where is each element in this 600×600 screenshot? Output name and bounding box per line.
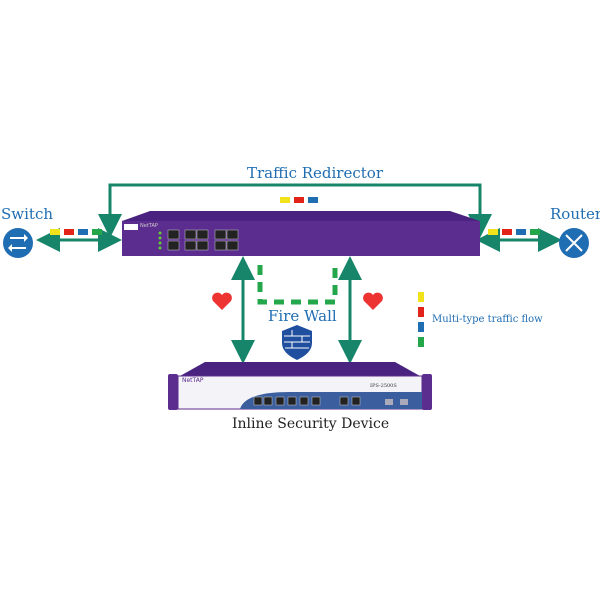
router-icon (559, 228, 589, 258)
traffic-redirector-device (122, 211, 480, 256)
switch-label: Switch (1, 205, 54, 223)
inline-security-device (168, 362, 432, 410)
redirector-loop-line (98, 183, 492, 238)
router-label: Router (550, 205, 600, 223)
inline-link-arrows (231, 256, 362, 364)
traffic-packets-right (488, 229, 540, 235)
firewall-label: Fire Wall (268, 307, 337, 325)
inline-model: IPS-2500S (370, 383, 397, 389)
heart-icon-right (363, 292, 383, 310)
legend-label: Multi-type traffic flow (432, 314, 543, 325)
traffic-dashes (257, 265, 338, 305)
firewall-shield-icon (282, 325, 312, 360)
redirector-brand: NetTAP (140, 223, 158, 229)
heart-icon-left (212, 292, 232, 310)
inline-device-label: Inline Security Device (232, 416, 390, 432)
switch-icon (3, 228, 33, 258)
traffic-packets-top (280, 197, 318, 203)
traffic-redirector-title: Traffic Redirector (247, 164, 383, 182)
legend-swatches (418, 292, 424, 347)
inline-brand: NetTAP (182, 377, 204, 384)
traffic-packets-left (50, 229, 102, 235)
